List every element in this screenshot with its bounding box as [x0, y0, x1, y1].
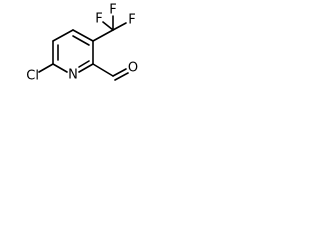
- bond-cho-o: [112, 68, 127, 77]
- atom-f-left: F: [95, 12, 102, 27]
- bond-cho-o-double: [114, 72, 129, 81]
- bond-cf3-f-left: [102, 21, 114, 31]
- bond-c6-cl: [38, 63, 54, 73]
- pyridine-ring: [52, 29, 94, 73]
- bond-c2-cho: [92, 63, 114, 77]
- bond-n-c2: [78, 63, 94, 73]
- bond-c3-c4: [72, 29, 94, 42]
- bond-c3-cf3: [92, 29, 114, 42]
- atom-f-right: F: [128, 13, 135, 28]
- atom-cl: Cl: [26, 69, 39, 84]
- atom-o: O: [128, 61, 138, 76]
- bond-c3-c4-inner: [72, 35, 90, 46]
- atom-n: N: [68, 68, 78, 83]
- bond-cf3-f-right: [112, 22, 127, 31]
- bond-n-c2-inner: [78, 60, 90, 68]
- bond-c6-n: [52, 63, 68, 73]
- chemical-structure: N Cl F F F O: [26, 3, 138, 84]
- bond-c4-c5: [52, 29, 74, 42]
- atom-f-top: F: [109, 3, 116, 18]
